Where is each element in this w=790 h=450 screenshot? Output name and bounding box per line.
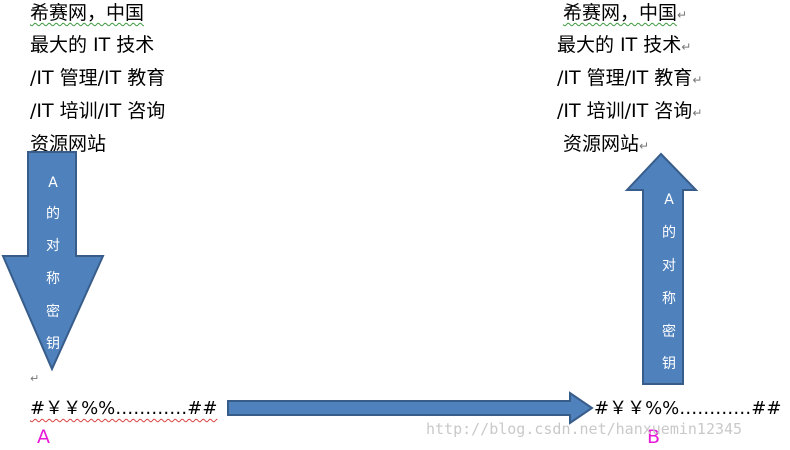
paragraph-mark: ↵ [30,372,40,385]
right-line-5: 资源网站↵ [563,133,650,155]
up-arrow-char: 对 [662,258,676,274]
right-line-2: 最大的 IT 技术↵ [557,34,692,56]
up-arrow-char: A [664,192,674,208]
down-arrow-char: 密 [46,304,60,320]
left-line-5: 资源网站 [30,133,107,155]
right-line-4: /IT 培训/IT 咨询↵ [557,100,703,122]
paragraph-mark: ↵ [692,106,703,120]
right-line-1: 希赛网，中国↵ [563,2,688,24]
left-line-3: /IT 管理/IT 教育 [30,67,166,89]
down-arrow-char: A [48,175,58,191]
paragraph-mark: ↵ [692,73,703,87]
paragraph-mark: ↵ [677,8,688,22]
up-arrow [624,152,699,385]
label-b: B [647,426,661,448]
label-a: A [37,426,50,448]
left-line-2: 最大的 IT 技术 [30,34,155,56]
left-line-1: 希赛网，中国 [30,2,145,24]
down-arrow-char: 钥 [46,336,60,352]
right-line-3: /IT 管理/IT 教育↵ [557,67,703,89]
paragraph-mark: ↵ [681,40,692,54]
paragraph-mark: ↵ [639,139,650,153]
up-arrow-char: 钥 [662,356,676,372]
ciphertext-right: #￥￥%%…………## [594,398,782,419]
right-arrow [227,391,594,425]
left-line-4: /IT 培训/IT 咨询 [30,100,166,122]
down-arrow [1,151,105,372]
up-arrow-char: 密 [662,324,676,340]
down-arrow-char: 对 [46,238,60,254]
up-arrow-char: 的 [662,225,676,241]
down-arrow-char: 的 [46,206,60,222]
ciphertext-left: #￥￥%%…………## [30,398,218,419]
up-arrow-char: 称 [662,291,676,307]
down-arrow-char: 称 [46,271,60,287]
watermark: http://blog.csdn.net/hanxuemin12345 [426,420,743,438]
